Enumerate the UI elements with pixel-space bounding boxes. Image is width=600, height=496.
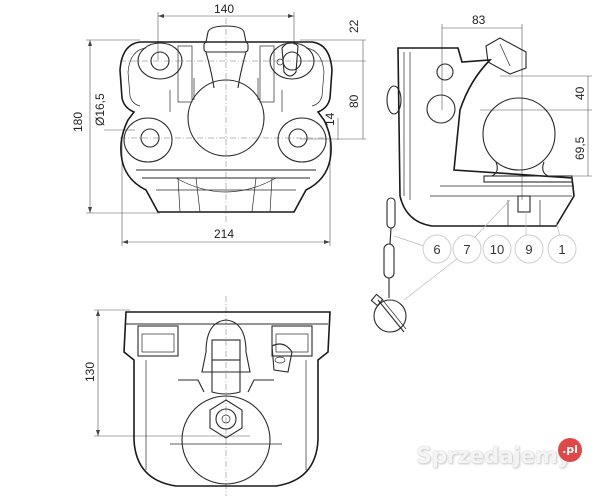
dim-214: 214 — [214, 227, 234, 241]
dim-180: 180 — [71, 112, 85, 132]
front-view: 140 180 Ø16,5 214 22 80 14 — [71, 2, 366, 246]
dim-83: 83 — [472, 13, 486, 27]
svg-text:10: 10 — [490, 242, 504, 257]
svg-text:9: 9 — [525, 242, 532, 257]
dim-14: 14 — [323, 112, 337, 126]
chain-with-linch-pin — [370, 197, 407, 333]
callout-6: 6 — [422, 234, 452, 264]
callout-9: 9 — [514, 234, 544, 264]
svg-text:1: 1 — [558, 242, 565, 257]
callout-10: 10 — [482, 234, 512, 264]
dim-22: 22 — [347, 19, 361, 33]
dim-hole-diameter: Ø16,5 — [93, 93, 107, 126]
callout-7: 7 — [452, 234, 482, 264]
dim-80: 80 — [347, 94, 361, 108]
bottom-view: 130 — [83, 296, 331, 496]
callout-1: 1 — [547, 234, 577, 264]
watermark-badge: .pl — [558, 438, 582, 462]
svg-text:7: 7 — [463, 242, 470, 257]
dim-140: 140 — [214, 2, 234, 16]
dim-130: 130 — [83, 362, 97, 382]
watermark-text: Sprzedajemy — [416, 444, 572, 469]
dim-40: 40 — [573, 86, 587, 100]
svg-text:6: 6 — [433, 242, 440, 257]
side-view: 83 40 69,5 — [370, 13, 592, 333]
dim-69-5: 69,5 — [573, 136, 587, 160]
